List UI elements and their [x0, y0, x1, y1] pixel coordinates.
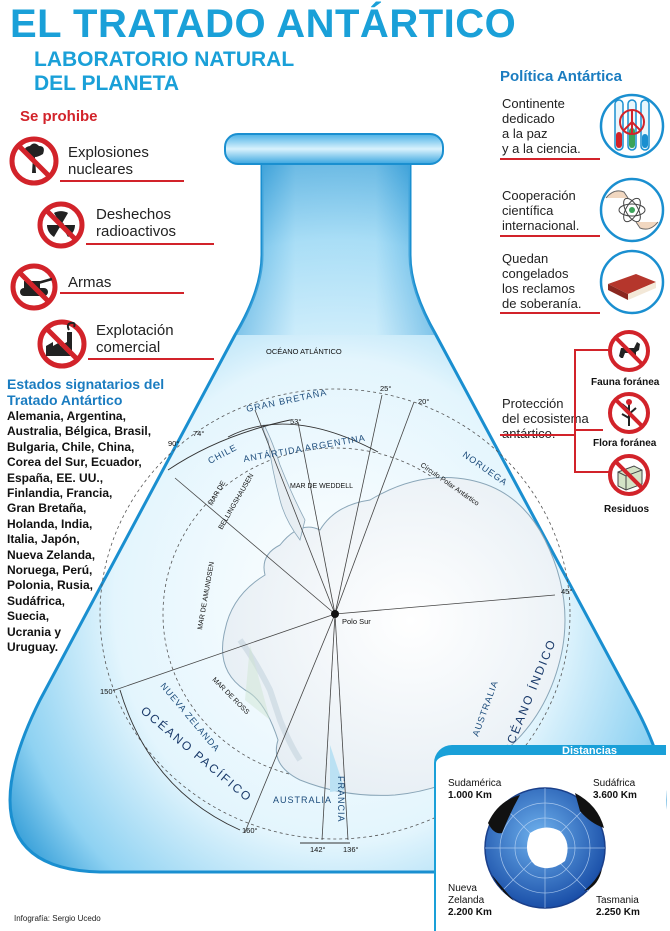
divider [500, 158, 600, 160]
svg-text:53°: 53° [290, 417, 301, 426]
divider [500, 434, 576, 436]
waste-prohibited-icon [608, 454, 650, 496]
prohibits-title: Se prohibe [20, 108, 98, 125]
south-pole-dot [331, 610, 339, 618]
mar-weddell-label: MAR DE WEDDELL [290, 483, 353, 490]
radioactive-prohibited-icon [37, 201, 85, 249]
list-item: Alemania, Argentina, [7, 409, 126, 423]
nuclear-explosion-prohibited-icon [9, 136, 59, 186]
list-item: Sudáfrica, [7, 593, 66, 608]
connector-lines [574, 349, 609, 473]
credit: Infografía: Sergio Ucedo [14, 914, 101, 923]
svg-text:136°: 136° [343, 845, 359, 854]
list-item: Uruguay. [7, 640, 59, 655]
waste-label: Residuos [604, 504, 650, 515]
list-item: Bulgaria, Chile, China, [7, 439, 135, 454]
policy-title: Política Antártica [500, 68, 622, 85]
policy-item-1: Continente dedicado a la paz y a la cien… [502, 96, 581, 156]
page-subtitle: LABORATORIO NATURAL DEL PLANETA [34, 48, 295, 95]
distance-nueva-zelanda: Nueva Zelanda 2.200 Km [448, 883, 492, 918]
divider [88, 358, 214, 360]
list-item: Nueva Zelanda, [7, 547, 96, 562]
francia-label: FRANCIA [336, 776, 346, 823]
fauna-prohibited-icon [608, 330, 650, 372]
cooperation-hands-icon [599, 177, 665, 243]
policy-item-3: Quedan congelados los reclamos de sobera… [502, 251, 582, 311]
list-item: Italia, Japón, [7, 532, 80, 547]
oceano-atlantico-label: OCÉANO ATLÁNTICO [266, 347, 342, 356]
book-icon [599, 249, 665, 315]
tank-prohibited-icon [10, 263, 58, 311]
distance-tasmania: Tasmania 2.250 Km [596, 895, 640, 918]
list-item: Australia, Bélgica, Brasil, [7, 424, 152, 439]
protection-text: Protección del ecosistema antártico. [502, 396, 589, 441]
divider [500, 312, 600, 314]
distance-sudamerica: Sudamérica 1.000 Km [448, 778, 502, 801]
svg-text:150°: 150° [100, 687, 116, 696]
list-item: Noruega, Perú, [7, 563, 93, 578]
australia-label: AUSTRALIA [273, 795, 332, 805]
flora-prohibited-icon [608, 392, 650, 434]
svg-text:142°: 142° [310, 845, 326, 854]
flask-lip [224, 133, 444, 165]
list-item: Finlandia, Francia, [7, 486, 113, 501]
divider [60, 180, 184, 182]
distances-title: Distancias [562, 745, 618, 757]
signatories-list: Alemania, Argentina, Australia, Bélgica,… [7, 409, 151, 656]
list-item: Ucrania y [7, 624, 62, 639]
page-title: EL TRATADO ANTÁRTICO [10, 2, 517, 46]
list-item: Holanda, India, [7, 516, 93, 531]
policy-item-2: Cooperación científica internacional. [502, 188, 580, 233]
distance-sudafrica: Sudáfrica 3.600 Km [593, 778, 637, 801]
prohibit-item-4: Explotación comercial [96, 322, 174, 356]
divider [500, 235, 600, 237]
divider [86, 243, 214, 245]
flora-label: Flora foránea [593, 438, 657, 449]
svg-text:160°: 160° [242, 826, 258, 835]
prohibit-item-2: Deshechos radioactivos [96, 206, 177, 240]
list-item: España, EE. UU., [7, 470, 104, 485]
prohibit-item-1: Explosiones nucleares [68, 144, 149, 178]
fauna-label: Fauna foránea [591, 377, 660, 388]
list-item: Suecia, [7, 609, 50, 624]
factory-prohibited-icon [37, 319, 87, 369]
peace-test-tubes-icon [599, 93, 665, 159]
list-item: Gran Bretaña, [7, 501, 87, 516]
svg-text:74°: 74° [193, 429, 204, 438]
antarctica [222, 477, 566, 796]
signatories-title: Estados signatarios del Tratado Antártic… [7, 376, 165, 408]
svg-text:25°: 25° [380, 384, 391, 393]
list-item: Polonia, Rusia, [7, 578, 94, 593]
polo-sur-label: Polo Sur [342, 617, 371, 626]
svg-text:20°: 20° [418, 397, 429, 406]
divider [60, 292, 184, 294]
list-item: Corea del Sur, Ecuador, [7, 455, 142, 470]
svg-text:45°: 45° [561, 587, 572, 596]
globe-icon [484, 787, 606, 909]
svg-text:90°: 90° [168, 439, 179, 448]
prohibit-item-3: Armas [68, 274, 112, 291]
